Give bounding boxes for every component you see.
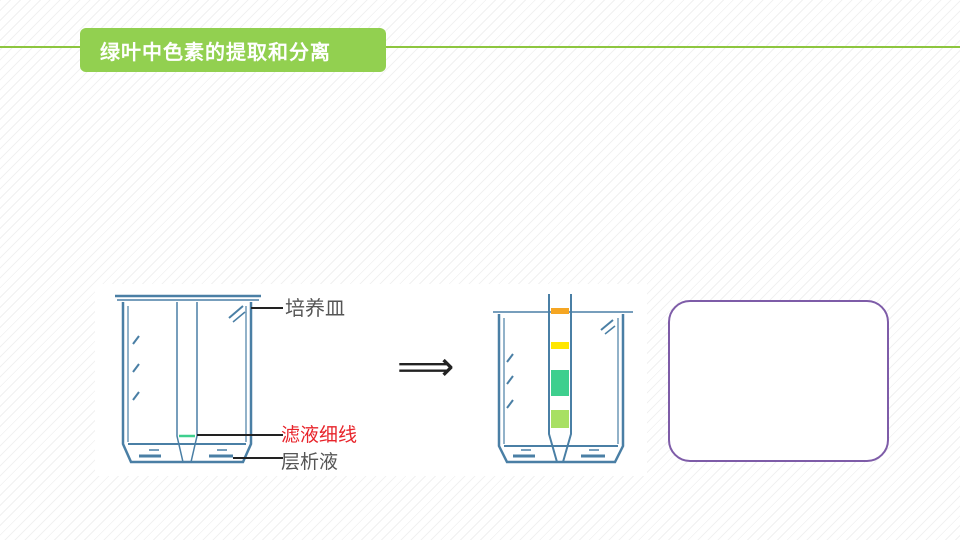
header-rule [0, 46, 960, 48]
band-carotene [551, 308, 569, 314]
band-chlorophyll-a [551, 370, 569, 396]
page-title-text: 绿叶中色素的提取和分离 [100, 39, 331, 64]
chromatography-svg: 培养皿 滤液细线 层析液 ⟹ [115, 294, 633, 473]
dish-label: 培养皿 [285, 296, 345, 320]
answer-box[interactable] [668, 300, 889, 462]
filter-line-label: 滤液细线 [281, 424, 357, 446]
process-arrow: ⟹ [397, 344, 454, 390]
band-chlorophyll-b [551, 410, 569, 428]
beaker-before [115, 294, 261, 464]
beaker-after [493, 294, 633, 464]
chromatography-diagram: 培养皿 滤液细线 层析液 ⟹ [95, 284, 647, 476]
band-xanthophyll [551, 342, 569, 349]
solvent-label: 层析液 [281, 451, 338, 473]
page-title: 绿叶中色素的提取和分离 [80, 28, 386, 72]
